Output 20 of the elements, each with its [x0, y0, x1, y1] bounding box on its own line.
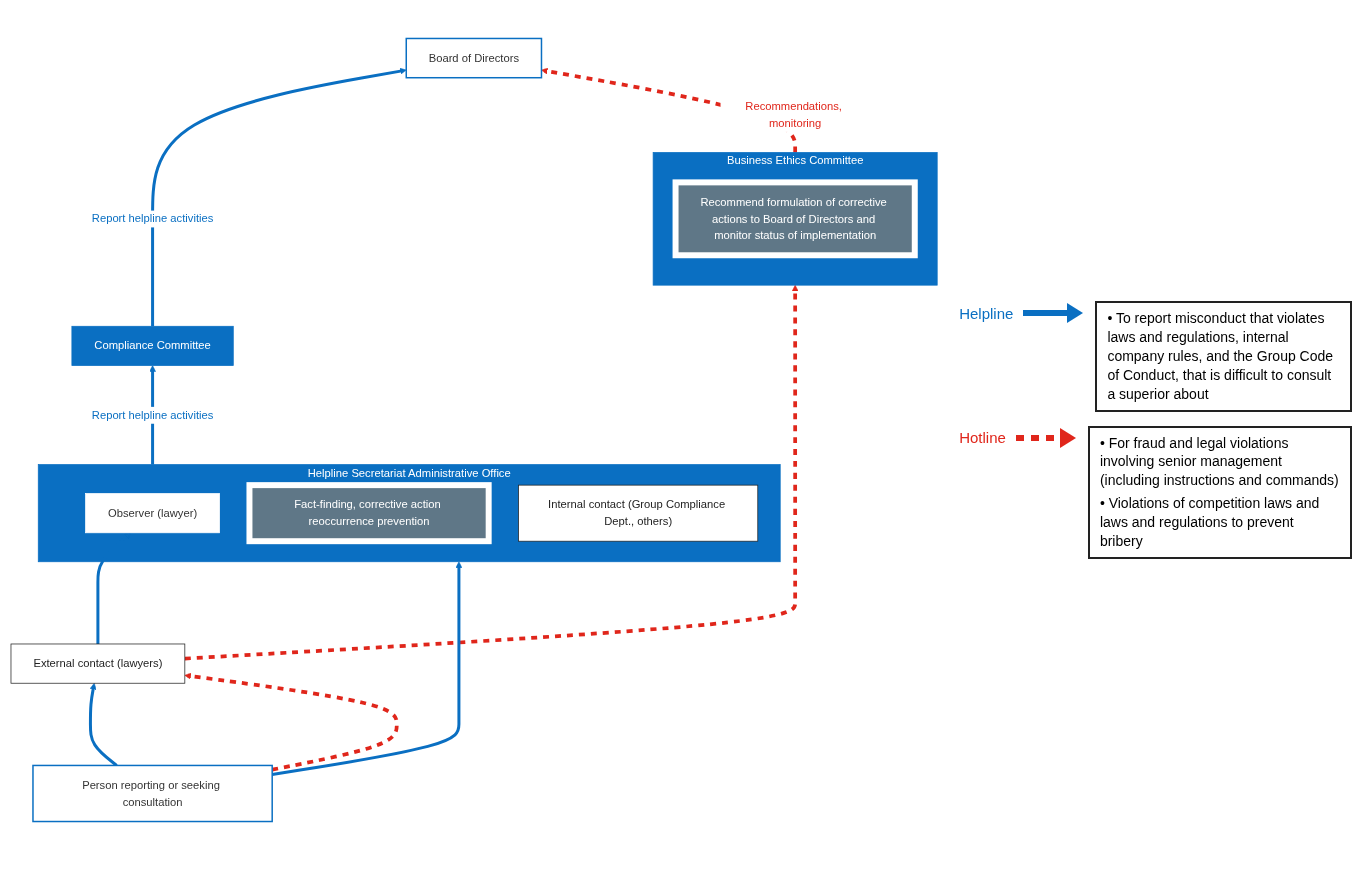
node-box: Compliance Committee	[71, 325, 234, 366]
legend-label: Helpline	[959, 304, 1014, 322]
node-box: Internal contact (Group Compliance Dept., others)	[518, 484, 759, 542]
edge-label: Report helpline activities	[91, 408, 214, 421]
node-box: Board of Directors	[405, 37, 543, 79]
arrow	[88, 682, 118, 767]
arrow	[151, 67, 407, 327]
node-box: Fact-finding, corrective action reoccurrence prevention	[246, 482, 492, 545]
node-box: Observer (lawyer)	[85, 493, 220, 534]
node-box: Recommend formulation of corrective actions to Board of Directors and monitor status of implementation	[672, 179, 918, 259]
edge-label: Report helpline activities	[91, 211, 214, 225]
node-box: Person reporting or seeking consultation	[32, 764, 273, 823]
edge-label: Recommendations, monitoring	[745, 99, 842, 130]
arrow	[184, 672, 399, 772]
bullet-note: • To report misconduct that violates laws and regulations, internal company rules, and the Group Code of Conduct, that is difficult to consult a superior about	[1107, 310, 1334, 402]
bullet-note: • For fraud and legal violations involving senior management (including instructions and commands)	[1099, 434, 1339, 489]
legend-label: Hotline	[959, 429, 1006, 447]
bullet-note: • Violations of competition laws and laws and regulations to prevent bribery	[1099, 495, 1320, 549]
node-box: External contact (lawyers)	[10, 643, 186, 684]
arrow	[184, 284, 799, 661]
